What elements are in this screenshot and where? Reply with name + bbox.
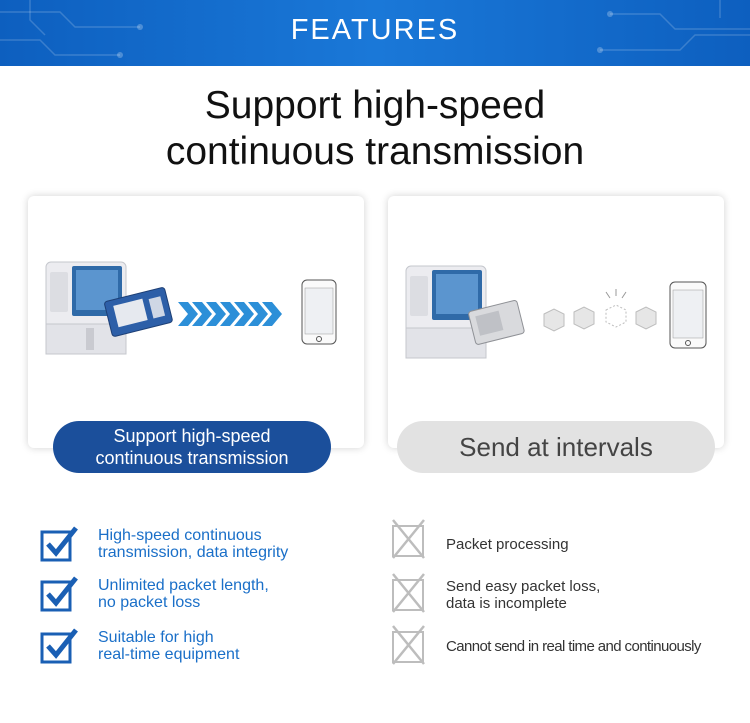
page-title-line1: Support high-speed: [204, 84, 546, 127]
disadvantage-line1: Packet processing: [446, 536, 569, 553]
checkbox-checked-icon: [40, 576, 78, 612]
advantage-line2: real-time equipment: [98, 646, 240, 663]
page-title-line2: continuous transmission: [165, 130, 585, 173]
checkbox-crossed-icon: [392, 573, 425, 613]
continuous-label-line1: Support high-speed: [113, 426, 271, 446]
advantage-line1: High-speed continuous: [98, 527, 262, 544]
advantage-line1: Suitable for high: [98, 629, 214, 646]
page-title: Support high-speed continuous transmissi…: [0, 83, 750, 175]
continuous-illustration: [45, 261, 337, 355]
circuit-pattern: [0, 0, 750, 58]
smartphone-icon: [669, 281, 707, 349]
intervals-label: Send at intervals: [397, 421, 715, 473]
wireless-module-icon: [104, 287, 173, 337]
analyzer-device-icon: [405, 265, 487, 359]
continuous-label-line2: continuous transmission: [95, 448, 289, 468]
checkbox-crossed-icon: [392, 519, 425, 559]
wireless-module-icon: [468, 300, 525, 345]
smartphone-icon: [301, 279, 337, 345]
checkbox-checked-icon: [40, 628, 78, 664]
checkbox-crossed-icon: [392, 625, 425, 665]
disadvantage-line1: Cannot send in real time and continuousl…: [446, 638, 701, 655]
disadvantage-line1: Send easy packet loss,: [446, 578, 601, 595]
features-banner: FEATURES: [0, 0, 750, 66]
chevron-right-icon: [178, 302, 282, 326]
analyzer-device-icon: [45, 261, 127, 355]
intervals-illustration: [405, 265, 707, 359]
continuous-label: Support high-speed continuous transmissi…: [53, 421, 331, 473]
disadvantage-line2: data is incomplete: [446, 595, 567, 612]
checkbox-checked-icon: [40, 526, 78, 562]
continuous-card: [28, 196, 364, 448]
advantage-line2: transmission, data integrity: [98, 544, 289, 561]
cube-icon: [543, 289, 657, 332]
banner-title: FEATURES: [290, 14, 460, 46]
advantage-line1: Unlimited packet length,: [98, 577, 269, 594]
advantage-line2: no packet loss: [98, 594, 201, 611]
intervals-card: [388, 196, 724, 448]
